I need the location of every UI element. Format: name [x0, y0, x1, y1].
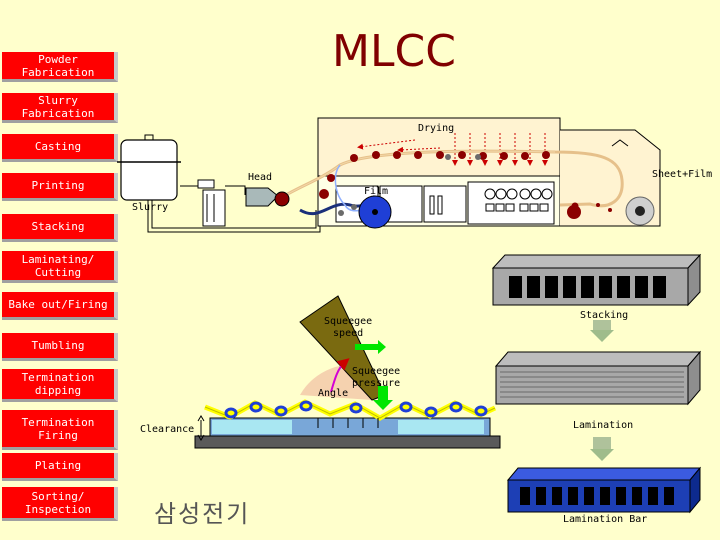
- down-arrow-icon: [590, 330, 614, 342]
- film-label: Film: [364, 186, 389, 197]
- page-title: MLCC: [332, 26, 456, 77]
- step-printing[interactable]: Printing: [2, 173, 118, 201]
- casting-head: [245, 187, 279, 207]
- clearance-label: Clearance: [140, 424, 195, 435]
- lamination-label: Lamination: [573, 420, 634, 431]
- slurry-tank: [120, 139, 178, 201]
- lamination-bar-label: Lamination Bar: [563, 514, 648, 525]
- step-termination-firing[interactable]: Termination Firing: [2, 410, 118, 450]
- step-stacking[interactable]: Stacking: [2, 214, 118, 242]
- down-arrow-icon: [373, 386, 393, 410]
- printing-detail: [194, 295, 501, 449]
- step-termination-dipping[interactable]: Termination dipping: [2, 369, 118, 402]
- lamination-bar: [506, 466, 702, 514]
- step-slurry-fabrication[interactable]: Slurry Fabrication: [2, 93, 118, 123]
- step-tumbling[interactable]: Tumbling: [2, 333, 118, 361]
- step-casting[interactable]: Casting: [2, 134, 118, 162]
- step-plating[interactable]: Plating: [2, 453, 118, 481]
- step-sorting-inspection[interactable]: Sorting/ Inspection: [2, 487, 118, 521]
- squeegee-pressure-label: Squeegee pressure: [352, 366, 401, 389]
- squeegee-speed-label: Squeegee speed: [324, 316, 373, 339]
- stacking-stack: [491, 253, 702, 342]
- step-laminating-cutting[interactable]: Laminating/ Cutting: [2, 251, 118, 283]
- angle-label: Angle: [318, 388, 349, 399]
- sheet-film-label: Sheet+Film: [652, 169, 713, 180]
- roller: [274, 191, 290, 207]
- slurry-label: Slurry: [132, 202, 169, 213]
- drying-label: Drying: [418, 123, 455, 134]
- brand-logo-text: 삼성전기: [154, 500, 251, 528]
- step-powder-fabrication[interactable]: Powder Fabrication: [2, 52, 118, 82]
- casting-machine: [117, 117, 661, 233]
- right-arrow-icon: [355, 340, 386, 354]
- lamination-stack: [494, 350, 702, 461]
- head-label: Head: [248, 172, 273, 183]
- down-arrow-icon: [590, 449, 614, 461]
- step-bake-out-firing[interactable]: Bake out/Firing: [2, 292, 118, 320]
- stacking-label: Stacking: [580, 310, 629, 321]
